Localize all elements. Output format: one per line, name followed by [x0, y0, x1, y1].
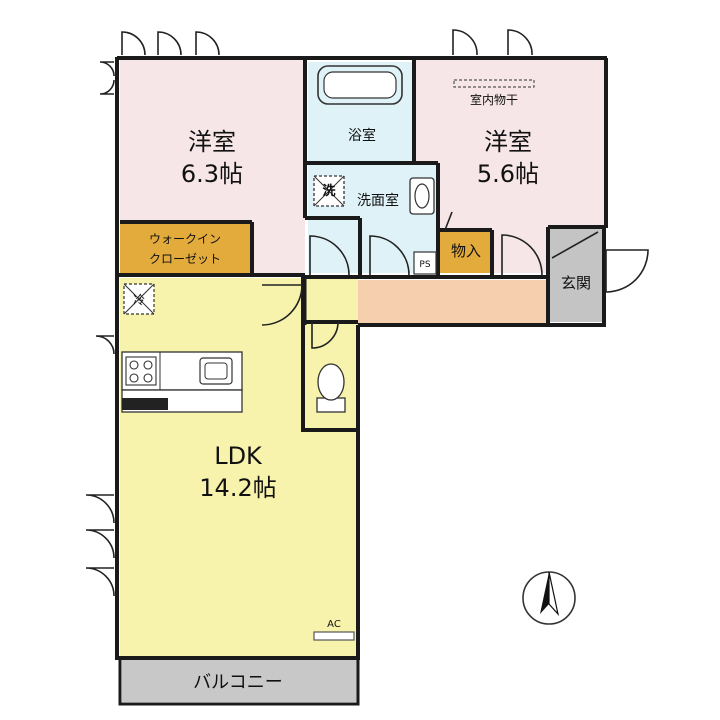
closet-label-1: ウォークイン: [149, 232, 221, 246]
door-washroom-2: [369, 235, 410, 276]
ac-label: AC: [327, 619, 341, 630]
entrance: [550, 225, 602, 322]
door-toilet: [311, 321, 339, 349]
door-entrance: [605, 249, 649, 293]
western-a-name: 洋室: [188, 128, 236, 156]
compass-icon: [522, 571, 576, 625]
bath-label: 浴室: [348, 127, 376, 144]
western-b-name: 洋室: [484, 128, 532, 156]
ldk-size: 14.2帖: [199, 474, 276, 502]
door-top-3: [195, 31, 220, 56]
fridge-label: 冷: [133, 293, 145, 307]
door-storage: [444, 211, 453, 231]
drying-rack: [453, 79, 535, 88]
toilet-fixture: [316, 363, 346, 413]
door-top-5: [507, 29, 533, 56]
closet-label-2: クローゼット: [149, 252, 221, 266]
fridge-icon: [123, 283, 155, 315]
ps-box: [413, 251, 437, 275]
western-b-size: 5.6帖: [477, 160, 539, 188]
western-a-size: 6.3帖: [181, 160, 243, 188]
ac-unit: [313, 631, 355, 641]
door-top-2: [157, 31, 182, 56]
entrance-label: 玄関: [561, 274, 591, 292]
window-ldk-2: [85, 529, 115, 559]
washbasin: [409, 177, 435, 215]
stove-icon: [125, 356, 157, 386]
window-ldk-3: [85, 567, 115, 597]
door-top-4: [452, 29, 478, 56]
door-washroom: [309, 235, 350, 276]
drying-label: 室内物干: [470, 92, 518, 107]
doors: [85, 29, 649, 597]
window-ldk-1: [85, 494, 115, 524]
western-room-right: [415, 60, 605, 230]
ldk-name: LDK: [214, 442, 263, 470]
window-left-1: [99, 61, 115, 77]
balcony: [122, 660, 357, 702]
storage: [440, 228, 492, 273]
window-left-2: [99, 79, 115, 95]
ps-label: PS: [419, 260, 430, 270]
window-left-3: [95, 335, 115, 355]
door-western-right: [501, 234, 543, 276]
ldk-room: [120, 278, 358, 656]
door-top-1: [121, 31, 146, 56]
entrance-step: [551, 231, 599, 259]
balcony-label: バルコニー: [193, 672, 283, 693]
walk-in-closet: [120, 223, 250, 273]
washing-machine-icon: [313, 175, 345, 207]
wash-icon-label: 洗: [322, 183, 335, 199]
sink-icon: [199, 357, 233, 385]
bathtub: [317, 65, 403, 105]
washroom-label: 洗面室: [357, 192, 399, 209]
walls: [115, 56, 608, 660]
storage-label: 物入: [451, 242, 481, 260]
door-western-left: [261, 284, 303, 326]
balcony-outline: [118, 656, 360, 706]
